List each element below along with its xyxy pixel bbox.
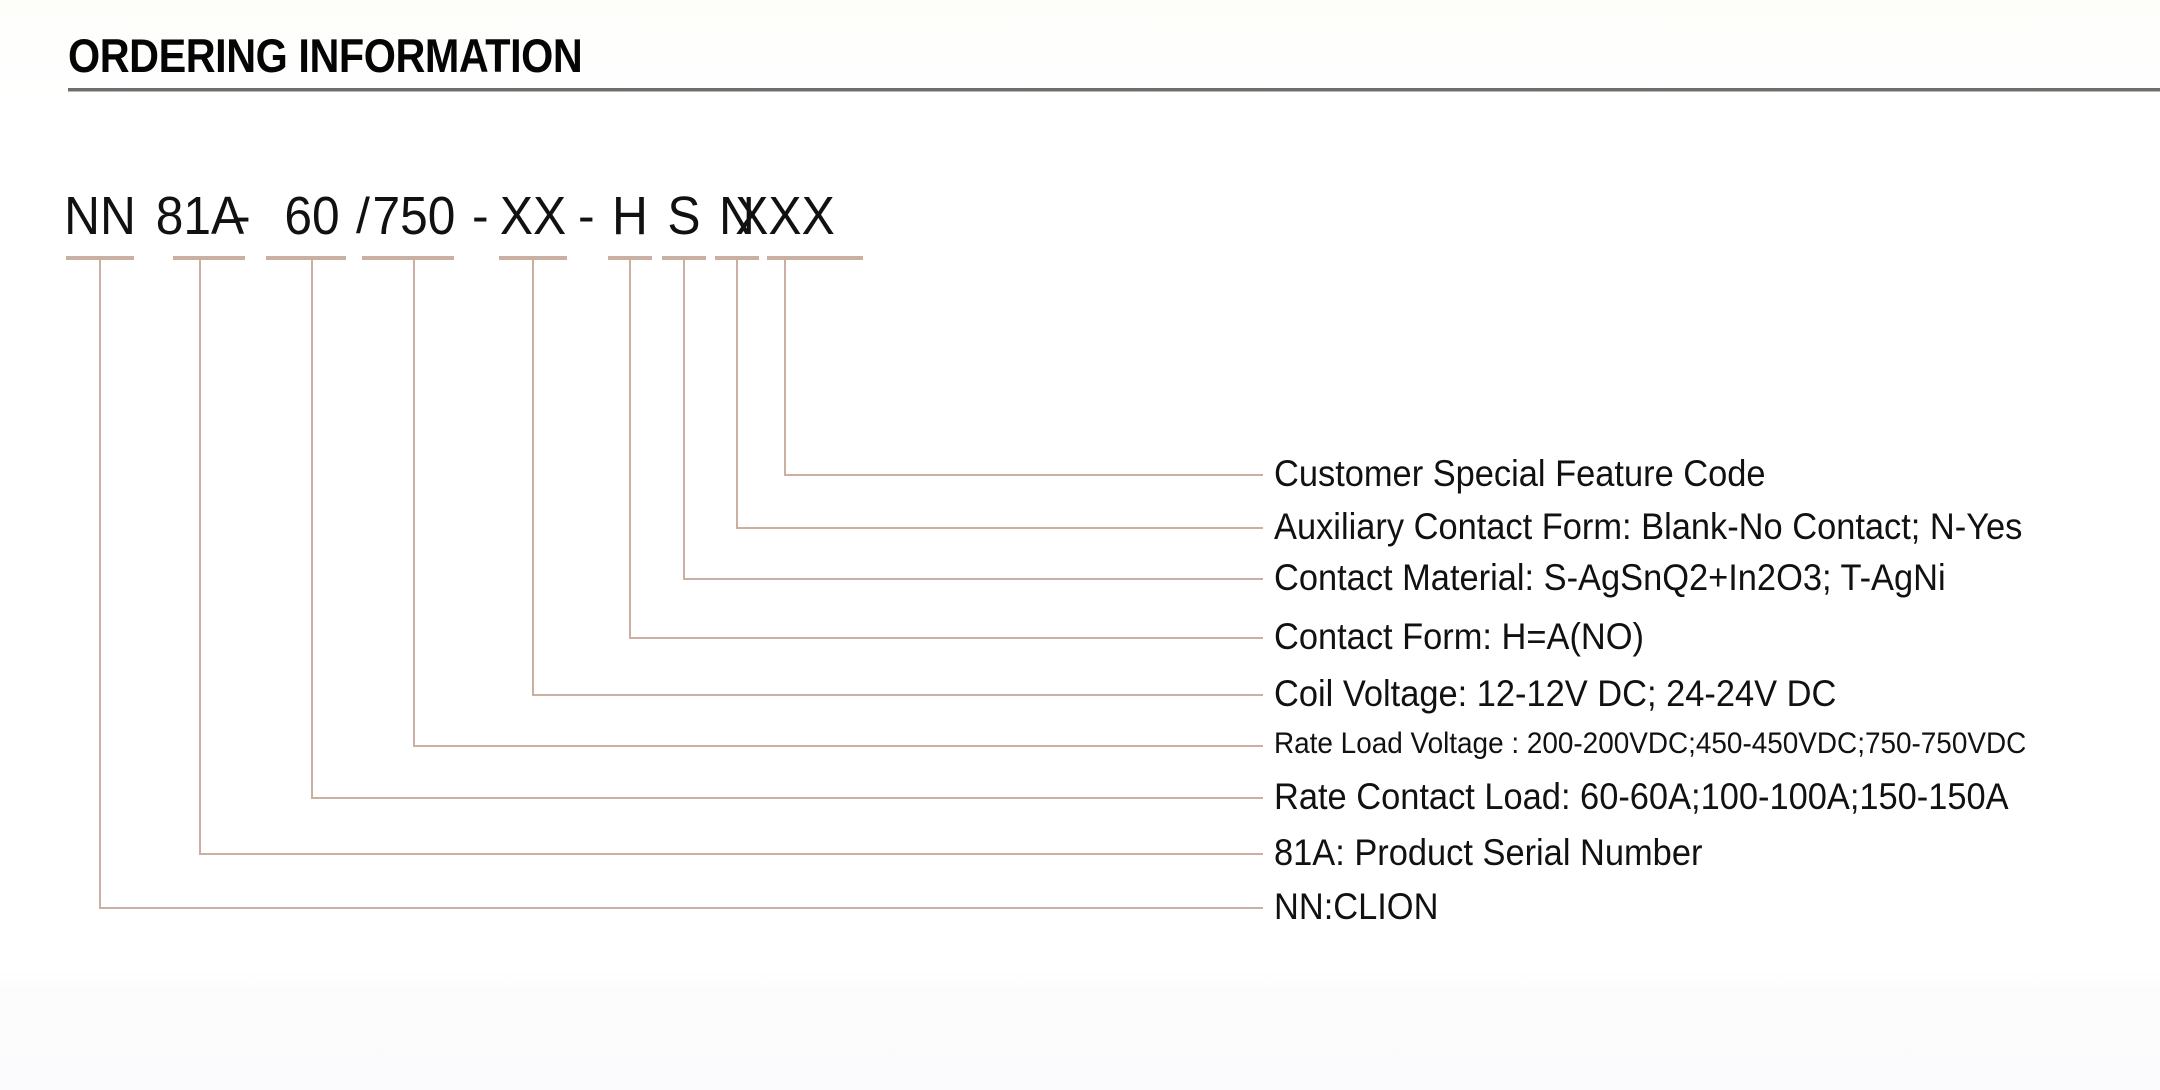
code-segment-brand: NN <box>64 186 136 246</box>
legend-label-contact_form: Contact Form: H=A(NO) <box>1274 615 1644 657</box>
code-separator-3: - <box>578 188 595 244</box>
legend-label-special_feature: Customer Special Feature Code <box>1274 452 1766 494</box>
legend-label-serial: 81A: Product Serial Number <box>1274 831 1703 873</box>
title-divider-rule <box>68 88 2160 92</box>
legend-label-coil_voltage: Coil Voltage: 12-12V DC; 24-24V DC <box>1274 672 1837 714</box>
legend-label-contact_material: Contact Material: S-AgSnQ2+In2O3; T-AgNi <box>1274 556 1946 598</box>
legend-label-rate_load_voltage: Rate Load Voltage : 200-200VDC;450-450VD… <box>1274 727 2027 760</box>
page-header: ORDERING INFORMATION <box>0 0 2160 110</box>
code-segment-rate_load_voltage: 750 <box>372 186 456 246</box>
code-segment-serial: 81A <box>155 186 245 246</box>
code-separator-0: - <box>234 188 251 244</box>
code-separator-1: / <box>356 188 370 244</box>
code-segment-contact_material: S <box>667 186 701 246</box>
code-segment-auxiliary_contact: N <box>719 186 755 246</box>
page-title: ORDERING INFORMATION <box>68 29 583 82</box>
code-separator-2: - <box>472 188 489 244</box>
code-segment-coil_voltage: XX <box>499 186 567 246</box>
code-segment-rate_contact_load: 60 <box>284 186 340 246</box>
legend-label-rate_contact_load: Rate Contact Load: 60-60A;100-100A;150-1… <box>1274 775 2009 817</box>
code-segment-special_feature: XXX <box>735 186 835 246</box>
code-segment-contact_form: H <box>612 186 648 246</box>
legend-label-brand: NN:CLION <box>1274 885 1439 927</box>
legend-label-auxiliary_contact: Auxiliary Contact Form: Blank-No Contact… <box>1274 505 2023 547</box>
